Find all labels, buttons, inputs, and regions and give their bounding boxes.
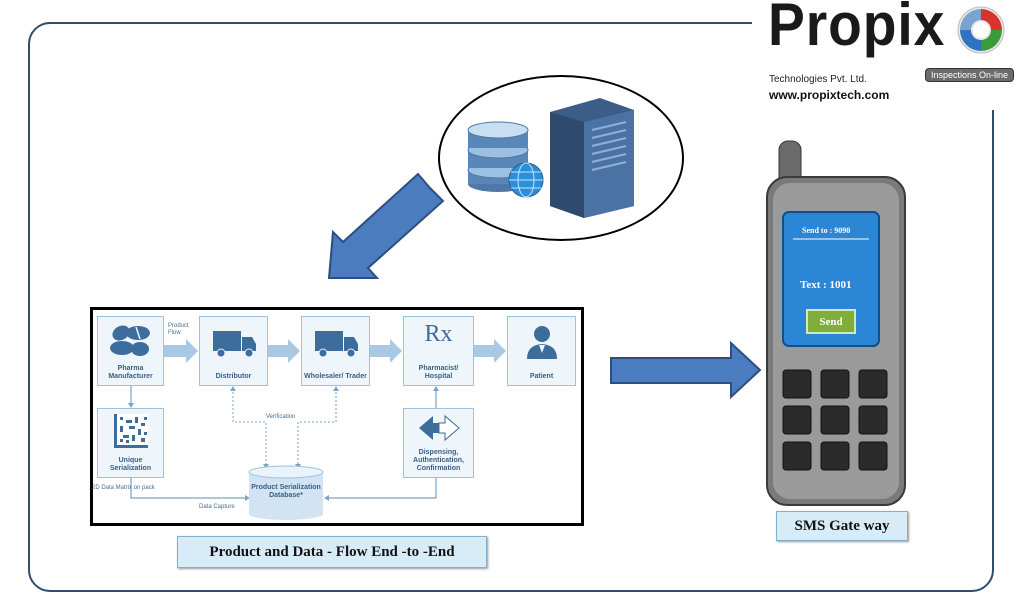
truck-icon bbox=[314, 331, 358, 358]
server-tower-icon bbox=[550, 98, 634, 218]
person-icon bbox=[526, 326, 557, 359]
phone-keypad bbox=[782, 369, 888, 471]
node-unique-serialization: Unique Serialization bbox=[97, 408, 164, 478]
down-left-arrow bbox=[327, 172, 445, 279]
node-label: Wholesaler/ Trader bbox=[304, 373, 367, 380]
sms-gateway-label: SMS Gate way bbox=[776, 511, 908, 541]
node-label: Patient bbox=[529, 373, 554, 380]
pills-icon bbox=[109, 325, 150, 356]
phone-message-text: Text : 1001 bbox=[800, 279, 852, 291]
datamatrix-label: 2D Data Matrix on pack bbox=[92, 485, 155, 491]
product-flow-label: Product Flow bbox=[168, 323, 189, 336]
logo-swirl-icon bbox=[957, 6, 1005, 54]
rx-icon: Rx bbox=[424, 321, 453, 347]
node-label: Unique Serialization bbox=[109, 457, 152, 472]
database-label: Product Serialization Database* bbox=[251, 484, 321, 499]
verification-label: Verification bbox=[266, 414, 296, 420]
node-label: Dispensing, Authentication, Confirmation bbox=[413, 449, 464, 472]
right-arrow bbox=[610, 340, 762, 400]
node-label: Distributor bbox=[215, 373, 252, 380]
flow-caption: Product and Data - Flow End -to -End bbox=[177, 536, 487, 568]
node-pharmacist: Rx Pharmacist/ Hospital bbox=[403, 316, 474, 386]
logo-badge: Inspections On-line bbox=[925, 68, 1015, 82]
node-dispensing: Dispensing, Authentication, Confirmation bbox=[403, 408, 474, 478]
phone-send-button[interactable]: Send bbox=[806, 309, 856, 334]
logo-subtitle: Technologies Pvt. Ltd. bbox=[769, 74, 867, 85]
data-matrix-icon bbox=[113, 414, 148, 448]
node-distributor: Distributor bbox=[199, 316, 268, 386]
node-label: Pharma Manufacturer bbox=[108, 365, 153, 380]
node-pharma-manufacturer: Pharma Manufacturer bbox=[97, 316, 164, 386]
node-wholesaler: Wholesaler/ Trader bbox=[301, 316, 370, 386]
serialization-db-icon bbox=[248, 465, 324, 520]
truck-icon bbox=[212, 331, 256, 358]
outer-frame bbox=[28, 22, 994, 592]
globe-icon bbox=[508, 162, 544, 198]
logo-brand: Propix bbox=[768, 0, 946, 58]
node-patient: Patient bbox=[507, 316, 576, 386]
logo-url: www.propixtech.com bbox=[769, 88, 890, 102]
phone-send-to: Send to : 9090 bbox=[802, 226, 851, 235]
data-capture-label: Data Capture bbox=[199, 504, 235, 510]
node-label: Pharmacist/ Hospital bbox=[418, 365, 459, 380]
two-way-arrow-icon bbox=[418, 414, 460, 442]
